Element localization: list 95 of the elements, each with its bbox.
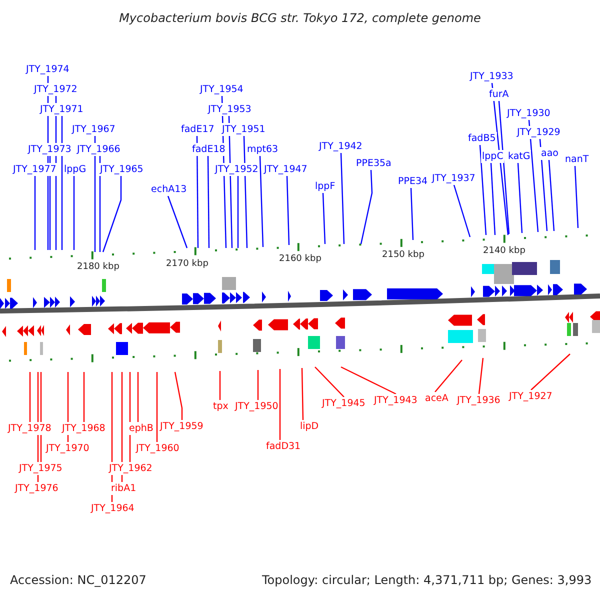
footer-text: Accession: NC_012207 [10,575,146,586]
leader-line [528,120,539,232]
scale-label: 2160 kbp [279,254,322,265]
leader-line [34,176,36,250]
gene-label: JTY_1937 [431,172,476,185]
leader-line [286,176,290,246]
gene-label: JTY_1974 [25,63,70,76]
gene-label: lppC [481,150,504,163]
leader-line [243,136,248,248]
leader-line [322,192,326,244]
leader-line [257,370,259,400]
leader-line [434,360,462,392]
leader-line [137,372,139,422]
leader-line [478,358,484,394]
leader-line [121,372,123,482]
gene-label: JTY_1975 [18,462,64,475]
gene-label: JTY_1927 [508,390,554,403]
leader-line [259,156,264,248]
leader-line [196,136,199,248]
leader-line [156,372,158,442]
gene-label: JTY_1964 [90,502,136,515]
gene-label: JTY_1976 [14,482,60,495]
gene-label: JTY_1950 [234,400,280,413]
leader-line [279,369,281,440]
gene-label: ribA1 [110,482,138,495]
gene-label: JTY_1970 [45,442,90,455]
gene-label: aao [540,147,560,160]
gene-label: ephB [128,422,154,435]
gene-label: JTY_1977 [12,163,58,176]
leader-line [498,100,510,234]
gene-label: JTY_1954 [199,83,244,96]
leader-line [129,372,131,462]
leader-line [491,82,509,236]
leader-line [539,138,548,232]
gene-label: lppF [314,180,336,193]
gene-label: lppG [63,163,88,176]
gene-label: JTY_1965 [99,163,144,176]
scale-label: 2180 kbp [77,262,120,273]
gene-label: JTY_1929 [516,126,562,139]
gene-label: JTY_1953 [207,103,252,116]
gene-label: JTY_1971 [39,103,84,116]
gene-label: JTY_1972 [33,83,78,96]
title: Mycobacterium bovis BCG str. Tokyo 172, complete genome [118,11,482,25]
leader-line [237,176,239,248]
leader-line [207,156,210,248]
footer-text: Topology: circular; Length: 4,371,711 bp; Genes: 3,993 [262,575,592,586]
gene-label: mpt63 [246,143,280,156]
gene-label: JTY_1936 [456,394,502,407]
gene-label: JTY_1962 [108,462,154,475]
leader-line [314,366,344,398]
leader-line [574,166,579,228]
gene-label: JTY_1943 [373,394,418,407]
gene-label: JTY_1960 [135,442,180,455]
leader-line [530,354,570,390]
leader-line [301,368,304,420]
scale-label: 2170 kbp [166,259,208,270]
gene-label: JTY_1930 [506,107,552,120]
leader-line [479,144,487,236]
leader-line [340,152,345,244]
scale-label: 2150 kbp [382,250,424,261]
gene-label: fadE18 [191,143,226,156]
leader-line [61,116,63,250]
leader-line [517,162,523,234]
gene-label: lipD [299,420,320,433]
leader-line [360,170,373,244]
gene-label: echA13 [150,183,188,196]
gene-label: furA [488,88,510,101]
leader-line [73,176,75,250]
gene-label: JTY_1968 [61,422,106,435]
gene-label: JTY_1966 [76,143,122,156]
leader-line [453,184,471,238]
gene-label: JTY_1951 [221,123,266,136]
leader-line [167,196,188,248]
leader-line [83,372,85,422]
gene-label: JTY_1933 [469,70,514,83]
gene-label: JTY_1945 [321,397,366,410]
leader-line [40,372,42,462]
gene-label: JTY_1952 [214,163,260,176]
leader-line [94,136,96,252]
leader-line [340,366,396,395]
leader-line [548,160,555,232]
gene-label: JTY_1978 [7,422,52,435]
gene-label: tpx [212,400,230,413]
gene-label: JTY_1959 [159,420,204,433]
scale-label: 2140 kbp [483,246,526,257]
leader-line [410,188,414,240]
gene-label: JTY_1942 [318,140,364,153]
leader-line [219,371,221,400]
gene-label: JTY_1967 [71,123,116,136]
leader-line [29,372,31,422]
leader-line [102,176,122,252]
gene-label: JTY_1973 [27,143,72,156]
leader-line [174,372,183,420]
gene-label: JTY_1947 [263,163,308,176]
leader-line [490,162,496,236]
